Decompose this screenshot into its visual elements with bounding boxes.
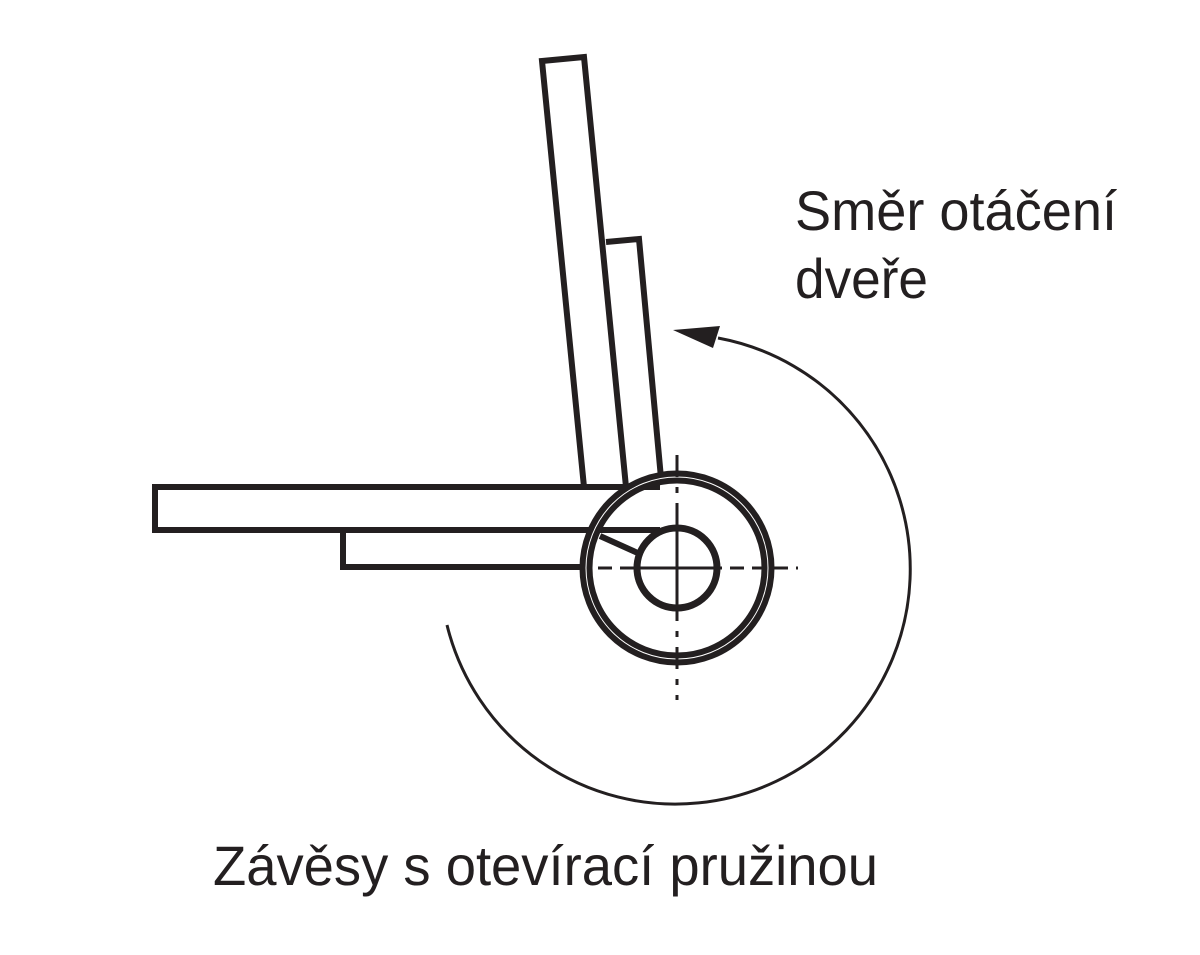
rotation-arrowhead-icon xyxy=(673,326,720,348)
frame-plate xyxy=(152,484,660,533)
diagram-caption: Závěsy s otevírací pružinou xyxy=(213,834,878,897)
door-leaf xyxy=(538,53,630,490)
rotation-label-line2: dveře xyxy=(795,247,928,310)
spring-arm xyxy=(598,533,642,557)
center-lines xyxy=(598,455,798,700)
door-hinge-plate xyxy=(605,235,664,479)
rotation-label-line1: Směr otáčení xyxy=(795,179,1117,242)
lower-hinge-plate xyxy=(340,527,600,570)
rotation-arrow-arc xyxy=(445,336,912,806)
